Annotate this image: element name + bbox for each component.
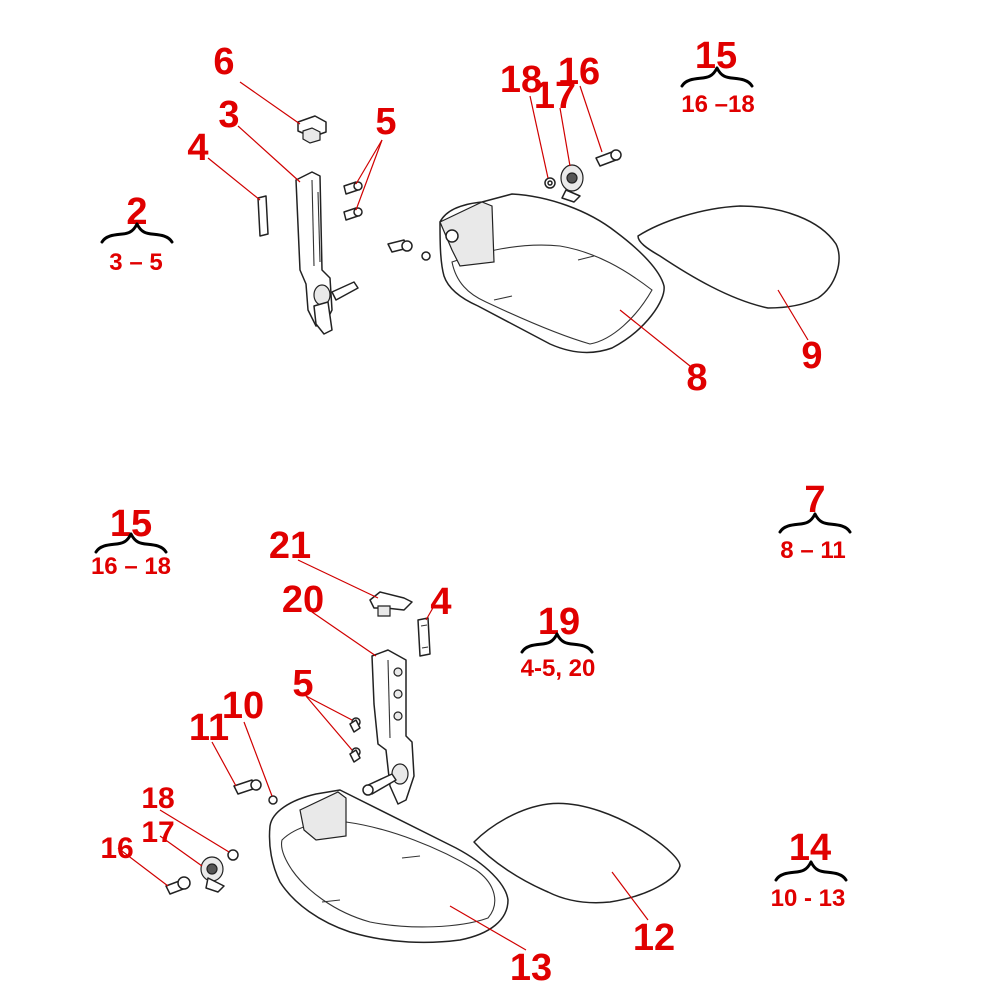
assembly-14: 14 10 - 13 xyxy=(771,827,848,912)
label-18-bottom: 18 xyxy=(141,782,174,815)
bottom-assembly: 21 20 4 5 11 10 18 17 16 12 13 15 16 – 1… xyxy=(91,479,852,989)
label-17: 17 xyxy=(534,75,576,117)
leader-lines-top xyxy=(207,81,809,367)
part-13-footplate-tray xyxy=(268,789,509,944)
part-18-17-16-fasteners xyxy=(544,149,622,203)
part-6-cap xyxy=(297,115,327,144)
label-13: 13 xyxy=(510,947,552,989)
label-4: 4 xyxy=(187,127,208,169)
label-10: 10 xyxy=(222,685,264,727)
assembly-15-brace xyxy=(680,66,754,88)
label-17-bottom: 17 xyxy=(141,816,174,849)
top-assembly: 6 3 4 5 18 17 16 8 9 2 3 – 5 15 16 –18 xyxy=(100,35,840,399)
part-3-hinge-bracket xyxy=(295,171,359,335)
part-21-clip xyxy=(369,591,413,617)
assembly-7-range: 8 – 11 xyxy=(780,537,845,564)
assembly-15-range: 16 –18 xyxy=(681,91,754,118)
assembly-15-bottom: 15 16 – 18 xyxy=(91,503,171,580)
label-20: 20 xyxy=(282,579,324,621)
bolt-and-nut xyxy=(387,239,431,261)
assembly-19: 19 4-5, 20 xyxy=(520,601,596,682)
assembly-2: 2 3 – 5 xyxy=(100,191,174,276)
assembly-19-brace xyxy=(520,632,594,654)
label-11: 11 xyxy=(189,707,229,749)
assembly-2-brace xyxy=(100,222,174,244)
part-18-17-16-fasteners-bottom xyxy=(165,849,239,895)
label-9: 9 xyxy=(801,335,822,377)
part-20-hinge-bracket xyxy=(362,649,415,805)
label-21: 21 xyxy=(269,525,311,567)
assembly-19-range: 4-5, 20 xyxy=(521,655,596,682)
label-5: 5 xyxy=(375,101,396,143)
label-3: 3 xyxy=(218,94,239,136)
assembly-15b-brace xyxy=(94,532,168,554)
assembly-15b-range: 16 – 18 xyxy=(91,553,171,580)
assembly-7: 7 8 – 11 xyxy=(778,479,852,564)
assembly-2-range: 3 – 5 xyxy=(109,249,162,276)
label-18: 18 xyxy=(500,59,542,101)
label-8: 8 xyxy=(686,357,707,399)
part-5-screws xyxy=(343,181,363,221)
assembly-2-number: 2 xyxy=(126,191,147,233)
part-4-strip-bottom xyxy=(417,617,431,657)
part-8-footplate-tray xyxy=(439,193,665,354)
assembly-14-brace xyxy=(774,860,848,882)
label-16: 16 xyxy=(558,51,600,93)
part-11-10-bolt-nut xyxy=(233,779,278,805)
assembly-14-range: 10 - 13 xyxy=(771,885,846,912)
label-5-bottom: 5 xyxy=(292,663,313,705)
leader-lines-bottom xyxy=(117,559,649,951)
label-12: 12 xyxy=(633,917,675,959)
part-4-strip xyxy=(257,195,269,237)
part-5-screws-bottom xyxy=(349,717,361,763)
assembly-7-number: 7 xyxy=(804,479,825,521)
label-6: 6 xyxy=(213,41,234,83)
label-4-bottom: 4 xyxy=(430,581,451,623)
part-12-pad xyxy=(473,802,681,904)
part-9-pad xyxy=(637,205,840,309)
label-16-bottom: 16 xyxy=(100,832,133,865)
assembly-15b-number: 15 xyxy=(110,503,152,545)
assembly-7-brace xyxy=(778,512,852,534)
assembly-15-top: 15 16 –18 xyxy=(680,35,755,118)
